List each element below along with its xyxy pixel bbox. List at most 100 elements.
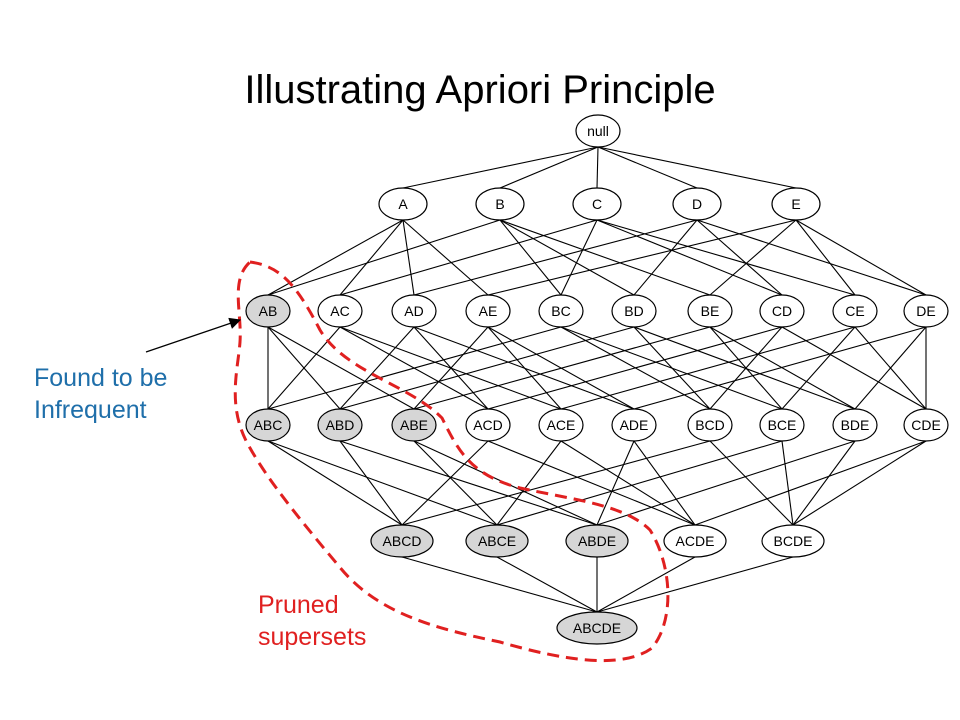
edge-ACE-ACDE [560,440,696,526]
node-ellipse-ac [317,294,363,328]
node-label-ab: AB [259,303,278,319]
node-ellipse-bcde [761,524,825,558]
edge-DE-ADE [633,326,927,410]
node-label-abce: ABCE [478,533,516,549]
node-ellipse-d [672,187,722,221]
node-ellipse-abe [391,408,437,442]
edge-C-AC [339,219,598,296]
node-label-abde: ABDE [578,533,616,549]
node-label-ad: AD [404,303,423,319]
edge-null-A [402,146,599,189]
node-label-abcde: ABCDE [573,620,621,636]
pruned-supersets-boundary [233,260,670,663]
lattice-edges [267,146,927,613]
node-cde: CDE [903,408,949,442]
edge-ABC-ABCE [267,440,498,526]
node-ade: ADE [611,408,657,442]
edge-ABCE-ABCDE [496,556,598,613]
node-bde: BDE [832,408,878,442]
edge-ABD-ABDE [339,440,598,526]
edge-BD-BDE [633,326,856,410]
node-label-null: null [587,123,609,139]
edge-BCE-BCDE [781,440,794,526]
node-label-abe: ABE [400,417,428,433]
edge-D-BD [633,219,698,296]
node-label-b: B [495,196,504,212]
node-label-bcde: BCDE [774,533,813,549]
edge-AE-ABE [413,326,489,410]
node-label-bc: BC [551,303,570,319]
infrequent-pointer-arrow [145,317,242,353]
node-ab: AB [245,294,291,328]
edge-CD-ACD [487,326,783,410]
node-label-ac: AC [330,303,349,319]
node-label-cde: CDE [911,417,941,433]
node-bd: BD [611,294,657,328]
edge-D-DE [696,219,927,296]
node-ellipse-de [903,294,949,328]
edge-C-BC [560,219,598,296]
node-ellipse-abcde [556,611,638,645]
node-ac: AC [317,294,363,328]
node-c: C [572,187,622,221]
node-ellipse-acd [465,408,511,442]
edge-ABE-ABCE [413,440,498,526]
node-bc: BC [538,294,584,328]
node-ellipse-ab [245,294,291,328]
edge-ACE-ABCE [496,440,562,526]
infrequent-annotation: Found to be Infrequent [34,364,168,424]
node-label-de: DE [916,303,935,319]
node-be: BE [687,294,733,328]
node-ellipse-bd [611,294,657,328]
node-bcd: BCD [687,408,733,442]
edge-D-CD [696,219,783,296]
node-label-ae: AE [479,303,498,319]
edge-BCE-ABCE [496,440,783,526]
edge-E-DE [795,219,927,296]
edge-ADE-ABDE [596,440,635,526]
node-acde: ACDE [663,524,727,558]
node-abce: ABCE [465,524,529,558]
node-ellipse-ad [391,294,437,328]
node-ce: CE [832,294,878,328]
node-ellipse-c [572,187,622,221]
node-null: null [575,114,621,148]
node-ellipse-ade [611,408,657,442]
edge-ADE-ACDE [633,440,696,526]
edge-null-D [597,146,698,189]
edge-CD-CDE [781,326,927,410]
edge-D-AD [413,219,698,296]
edge-BC-ABC [267,326,562,410]
node-label-bde: BDE [841,417,870,433]
node-acd: ACD [465,408,511,442]
edge-B-BC [499,219,562,296]
edge-CE-ACE [560,326,856,410]
node-label-abcd: ABCD [383,533,422,549]
edge-A-AD [402,219,415,296]
node-ellipse-bde [832,408,878,442]
edge-E-AE [487,219,797,296]
node-bcde: BCDE [761,524,825,558]
node-ellipse-null [575,114,621,148]
node-abd: ABD [317,408,363,442]
node-abc: ABC [245,408,291,442]
node-ellipse-ae [465,294,511,328]
node-label-cd: CD [772,303,792,319]
edge-ACDE-ABCDE [596,556,696,613]
edge-C-CD [596,219,783,296]
edge-B-BD [499,219,635,296]
edge-BE-ABE [413,326,711,410]
node-label-be: BE [701,303,720,319]
edge-AD-ABD [339,326,415,410]
node-ellipse-cde [903,408,949,442]
node-ellipse-ace [538,408,584,442]
node-ad: AD [391,294,437,328]
node-label-acd: ACD [473,417,503,433]
node-ellipse-be [687,294,733,328]
edge-CDE-BCDE [792,440,927,526]
edge-ABC-ABCD [267,440,403,526]
node-label-ce: CE [845,303,864,319]
node-cd: CD [759,294,805,328]
edge-BE-BDE [709,326,856,410]
node-e: E [771,187,821,221]
